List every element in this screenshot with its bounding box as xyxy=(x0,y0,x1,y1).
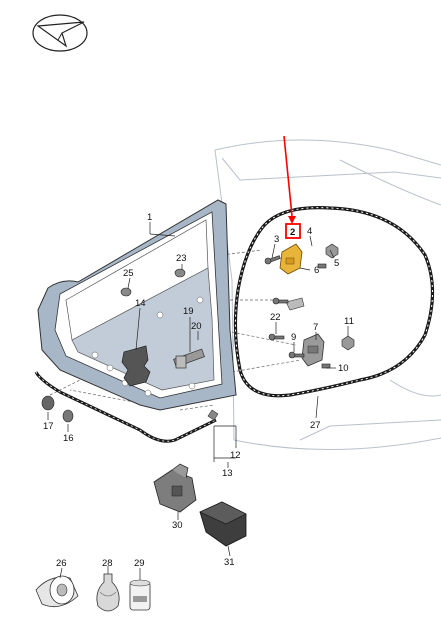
adhesive-bottle-28 xyxy=(96,573,120,612)
label-2: 2 xyxy=(290,227,295,238)
grommet-23 xyxy=(174,268,186,278)
bolts xyxy=(264,255,331,369)
sound-damping-pad-14 xyxy=(121,345,151,387)
plug-16 xyxy=(62,409,74,423)
door-hinge-upper-2 xyxy=(279,243,303,275)
car-body-outline xyxy=(214,139,441,451)
brand-logo xyxy=(32,14,88,52)
label-3: 3 xyxy=(274,234,279,245)
door-check-19 xyxy=(173,348,205,369)
label-17: 17 xyxy=(43,421,54,432)
nuts xyxy=(325,243,355,351)
label-10: 10 xyxy=(338,363,349,374)
label-26: 26 xyxy=(56,558,67,569)
label-19: 19 xyxy=(183,306,194,317)
label-11: 11 xyxy=(344,316,354,327)
bracket-30 xyxy=(153,463,197,513)
label-14: 14 xyxy=(135,298,146,309)
label-7: 7 xyxy=(313,322,318,333)
highlight-part-2 xyxy=(283,135,301,239)
label-25: 25 xyxy=(123,268,134,279)
label-22: 22 xyxy=(270,312,281,323)
plug-17 xyxy=(41,395,55,411)
label-1: 1 xyxy=(147,212,152,223)
tape-roll-26 xyxy=(35,575,79,608)
label-16: 16 xyxy=(63,433,74,444)
label-30: 30 xyxy=(172,520,183,531)
can-29 xyxy=(129,579,151,611)
label-31: 31 xyxy=(224,557,235,568)
label-23: 23 xyxy=(176,253,187,264)
part-labels: 1 2 3 4 5 6 7 9 10 11 12 13 14 16 17 19 … xyxy=(43,212,354,569)
label-20: 20 xyxy=(191,321,202,332)
label-6: 6 xyxy=(314,265,319,276)
label-27: 27 xyxy=(310,420,321,431)
label-29: 29 xyxy=(134,558,145,569)
door-seal-27 xyxy=(233,206,435,398)
leader-lines xyxy=(47,222,349,580)
label-13: 13 xyxy=(222,468,233,479)
label-9: 9 xyxy=(291,332,296,343)
label-12: 12 xyxy=(230,450,241,461)
cap-31 xyxy=(199,501,247,547)
door-hinge-lower-7 xyxy=(301,333,325,367)
label-4: 4 xyxy=(307,226,312,237)
grommet-25 xyxy=(120,287,132,297)
label-28: 28 xyxy=(102,558,113,569)
label-5: 5 xyxy=(334,258,339,269)
